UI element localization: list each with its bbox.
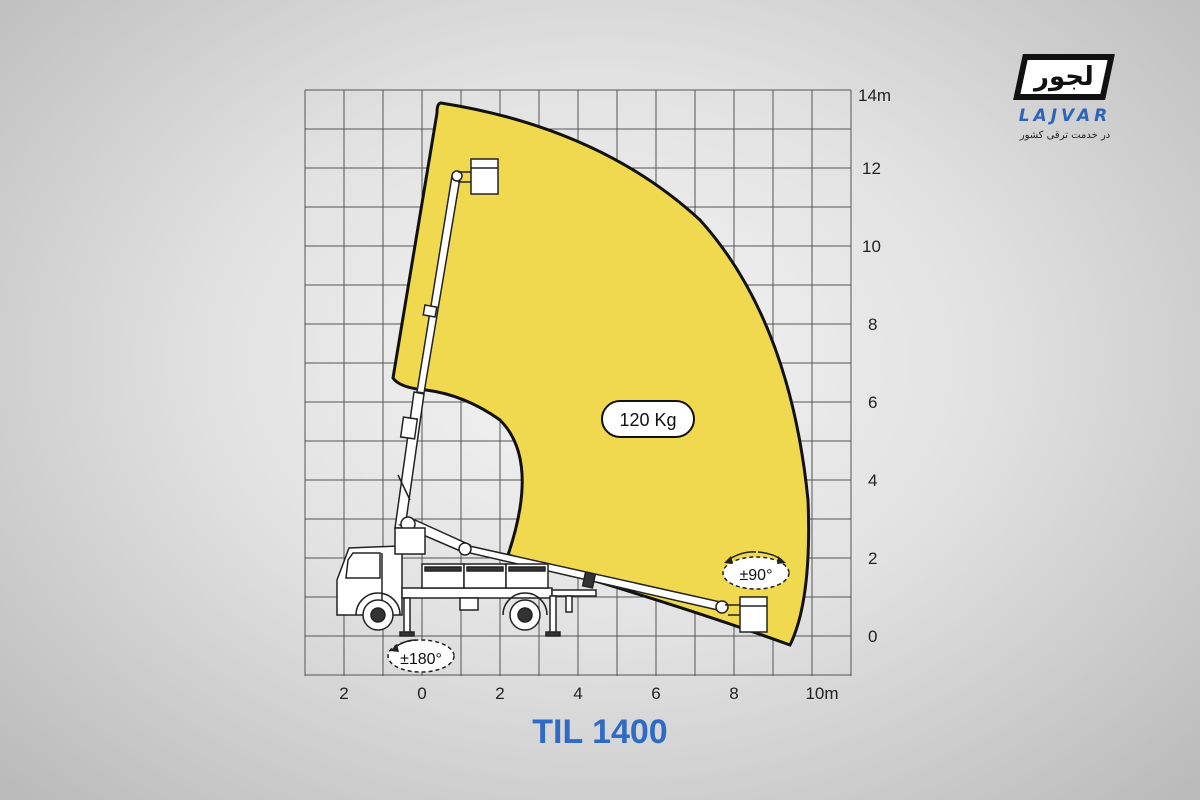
y-tick-label: 2 <box>868 549 877 568</box>
lower-basket-icon <box>725 596 768 633</box>
boom-arm-icon <box>394 170 463 529</box>
x-tick-label: 2 <box>495 684 504 703</box>
work-envelope <box>391 101 811 647</box>
y-tick-label: 14m <box>858 86 891 105</box>
x-tick-label: 8 <box>729 684 738 703</box>
x-tick-label: 6 <box>651 684 660 703</box>
model-title: TIL 1400 <box>532 713 668 751</box>
y-tick-label: 4 <box>868 471 877 490</box>
y-axis-ticks: 0 2 4 6 8 10 12 14m <box>858 86 891 646</box>
y-tick-label: 6 <box>868 393 877 412</box>
basket-rotation-group: ±90° <box>722 551 790 590</box>
x-tick-label: 4 <box>573 684 582 703</box>
y-tick-label: 0 <box>868 627 877 646</box>
load-capacity-label-group: 120 Kg <box>601 400 695 438</box>
load-capacity-label: 120 Kg <box>619 410 676 430</box>
turret-rotation-label: ±180° <box>400 651 442 668</box>
basket-rotation-label: ±90° <box>740 567 773 584</box>
x-tick-label: 10m <box>805 684 838 703</box>
logo-tagline: در خدمت ترقی کشور <box>1019 130 1111 141</box>
logo-mark: لجور <box>1013 54 1115 100</box>
x-axis-ticks: 2 0 2 4 6 8 10m <box>339 684 838 703</box>
x-tick-label: 0 <box>417 684 426 703</box>
logo-name: LAJVAR <box>1018 106 1112 126</box>
turret-rotation-group: ±180° <box>387 639 455 673</box>
x-tick-label: 2 <box>339 684 348 703</box>
truck-icon <box>336 527 597 637</box>
y-tick-label: 8 <box>868 315 877 334</box>
basket-icon <box>458 158 499 195</box>
y-tick-label: 10 <box>862 237 881 256</box>
lajvar-logo: لجور LAJVAR در خدمت ترقی کشور <box>1000 50 1130 160</box>
y-tick-label: 12 <box>862 159 881 178</box>
logo-mark-text: لجور <box>1034 62 1094 92</box>
